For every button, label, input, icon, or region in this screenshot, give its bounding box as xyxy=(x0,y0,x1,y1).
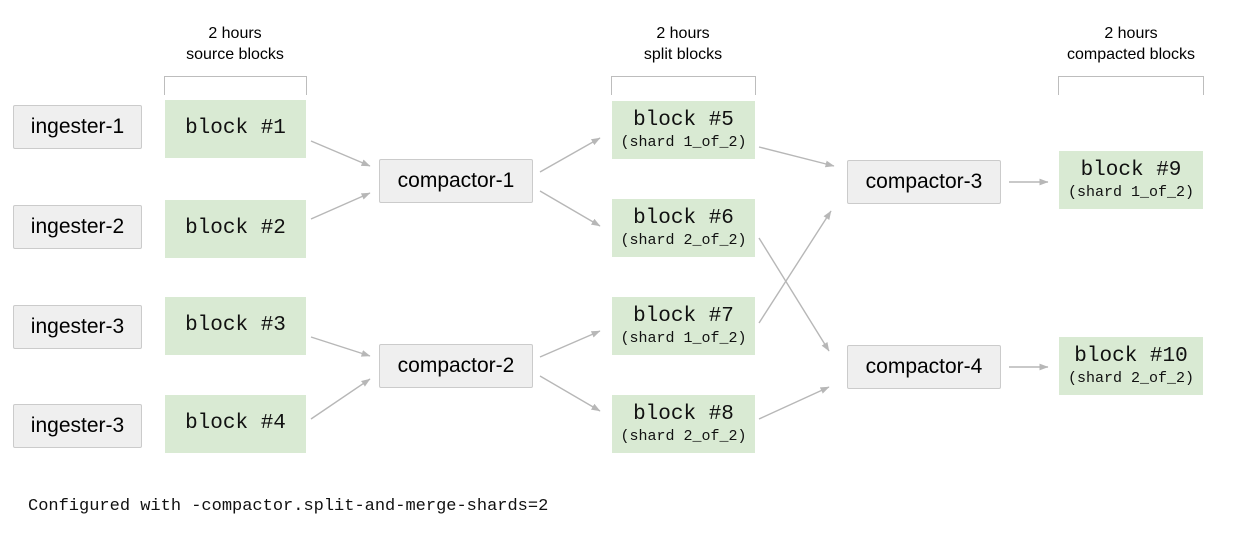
node-ingester-3b: ingester-3 xyxy=(13,404,142,448)
node-ingester-2: ingester-2 xyxy=(13,205,142,249)
arrow-compactor1-to-block6 xyxy=(539,190,601,227)
block-5: block #5 (shard 1_of_2) xyxy=(612,101,755,159)
block-shard-label: (shard 1_of_2) xyxy=(1067,183,1195,201)
arrow-block7-to-compactor3 xyxy=(758,210,832,324)
block-label: block #10 xyxy=(1074,345,1188,369)
arrow-block4-to-compactor2 xyxy=(310,378,371,420)
config-caption: Configured with -compactor.split-and-mer… xyxy=(28,497,549,516)
arrow-block1-to-compactor1 xyxy=(310,140,371,167)
block-label: block #6 xyxy=(633,207,734,231)
block-9: block #9 (shard 1_of_2) xyxy=(1059,151,1203,209)
arrow-compactor1-to-block5 xyxy=(539,137,601,173)
block-3: block #3 xyxy=(165,297,306,355)
column-header-line: 2 hours xyxy=(208,25,262,42)
arrow-block2-to-compactor1 xyxy=(310,192,371,220)
column-header-source-blocks: 2 hours source blocks xyxy=(130,23,340,65)
block-shard-label: (shard 1_of_2) xyxy=(620,329,747,347)
block-7: block #7 (shard 1_of_2) xyxy=(612,297,755,355)
column-header-line: 2 hours xyxy=(656,25,710,42)
block-shard-label: (shard 2_of_2) xyxy=(1067,369,1195,387)
block-shard-label: (shard 2_of_2) xyxy=(620,427,747,445)
block-label: block #1 xyxy=(185,117,286,141)
node-ingester-3a: ingester-3 xyxy=(13,305,142,349)
node-compactor-2: compactor-2 xyxy=(379,344,533,388)
block-1: block #1 xyxy=(165,100,306,158)
block-8: block #8 (shard 2_of_2) xyxy=(612,395,755,453)
node-compactor-4: compactor-4 xyxy=(847,345,1001,389)
arrow-block5-to-compactor3 xyxy=(758,146,835,168)
block-label: block #8 xyxy=(633,403,734,427)
block-label: block #7 xyxy=(633,305,734,329)
column-header-line: split blocks xyxy=(643,46,723,63)
node-ingester-1: ingester-1 xyxy=(13,105,142,149)
column-header-line: source blocks xyxy=(186,46,284,63)
block-label: block #5 xyxy=(633,109,734,133)
arrow-compactor2-to-block8 xyxy=(539,375,601,412)
arrow-block3-to-compactor2 xyxy=(310,336,371,357)
block-label: block #9 xyxy=(1080,159,1182,183)
block-label: block #4 xyxy=(185,412,286,436)
block-label: block #2 xyxy=(185,217,286,241)
block-10: block #10 (shard 2_of_2) xyxy=(1059,337,1203,395)
block-2: block #2 xyxy=(165,200,306,258)
block-shard-label: (shard 2_of_2) xyxy=(620,231,747,249)
arrow-block6-to-compactor4 xyxy=(758,237,830,352)
bracket-source-blocks xyxy=(164,76,307,95)
arrow-compactor2-to-block7 xyxy=(539,330,601,358)
bracket-compacted-blocks xyxy=(1058,76,1204,95)
column-header-line: compacted blocks xyxy=(1066,46,1196,63)
column-header-split-blocks: 2 hours split blocks xyxy=(578,23,788,65)
block-6: block #6 (shard 2_of_2) xyxy=(612,199,755,257)
node-compactor-3: compactor-3 xyxy=(847,160,1001,204)
bracket-split-blocks xyxy=(611,76,756,95)
column-header-line: 2 hours xyxy=(1104,25,1158,42)
block-4: block #4 xyxy=(165,395,306,453)
block-label: block #3 xyxy=(185,314,286,338)
node-compactor-1: compactor-1 xyxy=(379,159,533,203)
arrow-block8-to-compactor4 xyxy=(758,386,830,420)
column-header-compacted-blocks: 2 hours compacted blocks xyxy=(1026,23,1236,65)
block-shard-label: (shard 1_of_2) xyxy=(620,133,747,151)
